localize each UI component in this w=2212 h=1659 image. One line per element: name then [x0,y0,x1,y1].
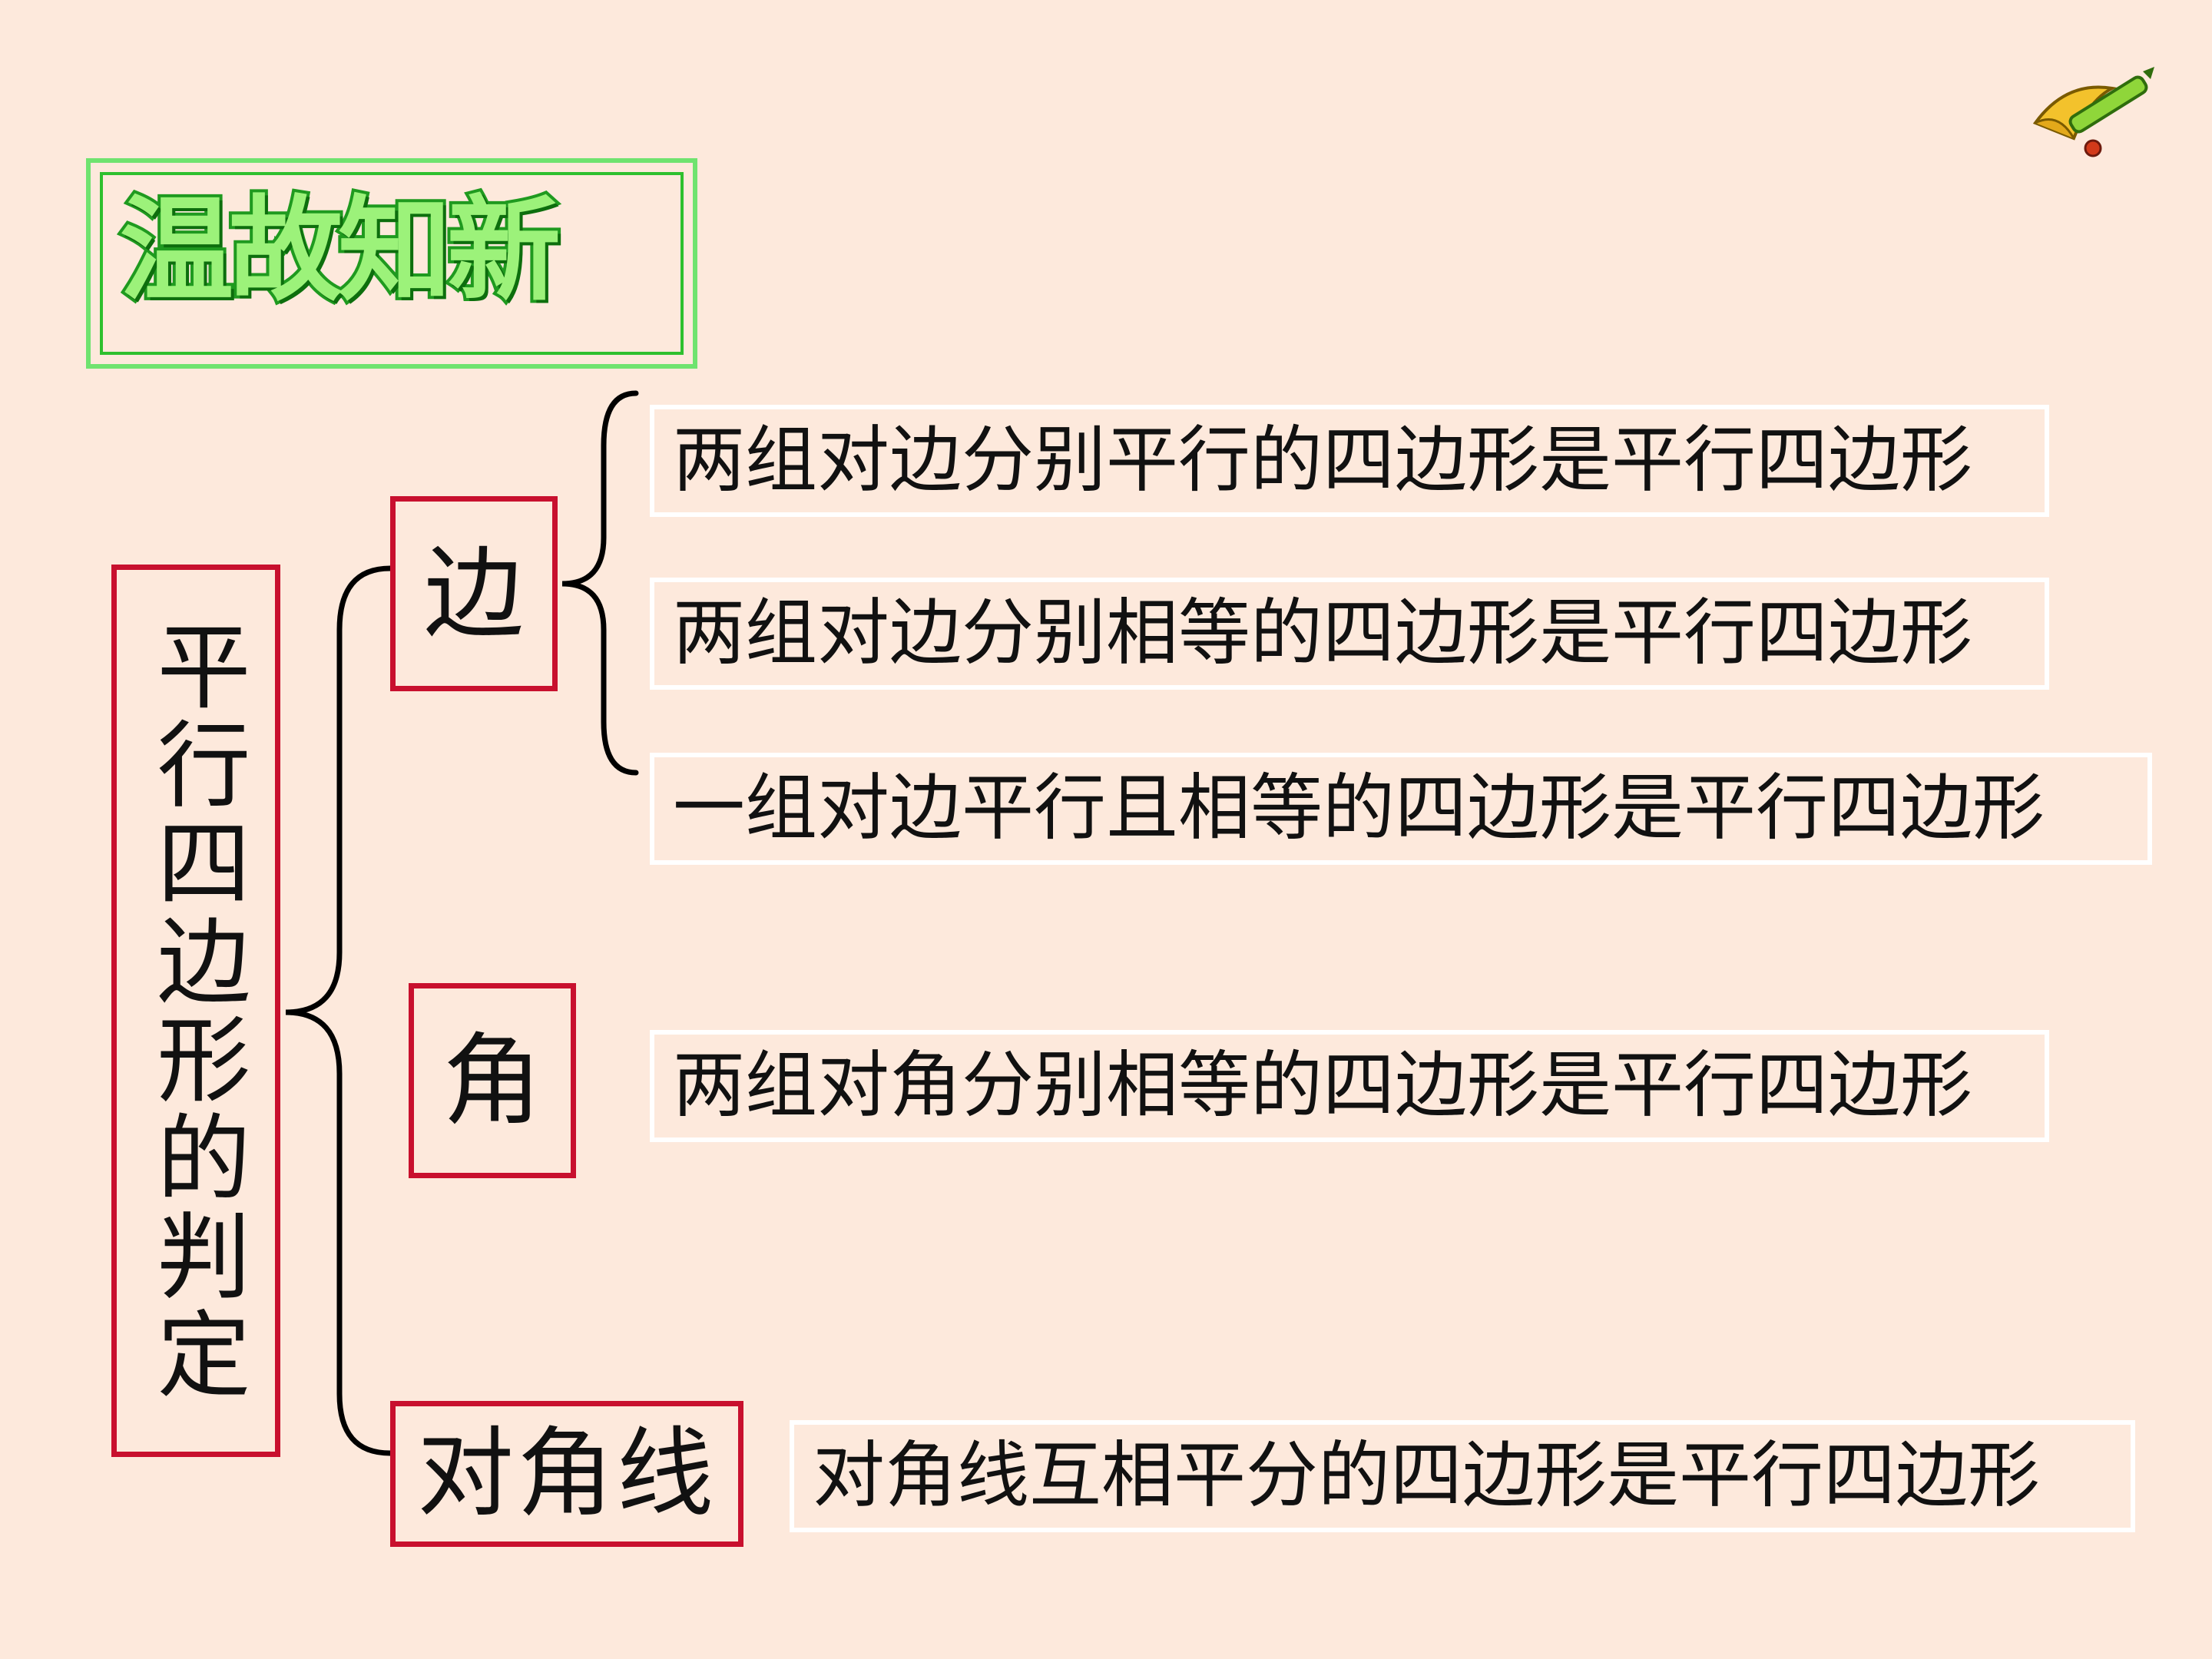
category-diagonal-label: 对角线 [417,1417,717,1530]
statement-side-3-text: 一组对边平行且相等的四边形是平行四边形 [673,767,2045,850]
title-box: 温故知新 [86,158,697,369]
side-brace [561,390,639,776]
statement-side-1: 两组对边分别平行的四边形是平行四边形 [650,405,2049,517]
statement-side-3: 一组对边平行且相等的四边形是平行四边形 [650,753,2152,865]
root-category-label: 平行四边形的判定 [141,618,250,1404]
category-angle-box: 角 [409,983,576,1178]
category-angle-label: 角 [442,1022,542,1139]
category-side-label: 边 [423,535,524,652]
statement-angle-1: 两组对角分别相等的四边形是平行四边形 [650,1030,2049,1142]
statement-angle-1-text: 两组对角分别相等的四边形是平行四边形 [673,1044,1973,1128]
category-side-box: 边 [390,496,558,691]
category-diagonal-box: 对角线 [390,1401,743,1547]
root-brace [285,565,393,1456]
compass-pencil-icon [2032,67,2154,157]
statement-diagonal-1: 对角线互相平分的四边形是平行四边形 [790,1420,2135,1532]
title-inner-frame [100,172,684,355]
statement-side-2-text: 两组对边分别相等的四边形是平行四边形 [673,591,1973,675]
root-category-box: 平行四边形的判定 [111,565,280,1457]
statement-side-2: 两组对边分别相等的四边形是平行四边形 [650,578,2049,690]
statement-side-1-text: 两组对边分别平行的四边形是平行四边形 [673,419,1973,502]
statement-diagonal-1-text: 对角线互相平分的四边形是平行四边形 [813,1434,2041,1518]
page-title: 温故知新 [117,184,564,316]
